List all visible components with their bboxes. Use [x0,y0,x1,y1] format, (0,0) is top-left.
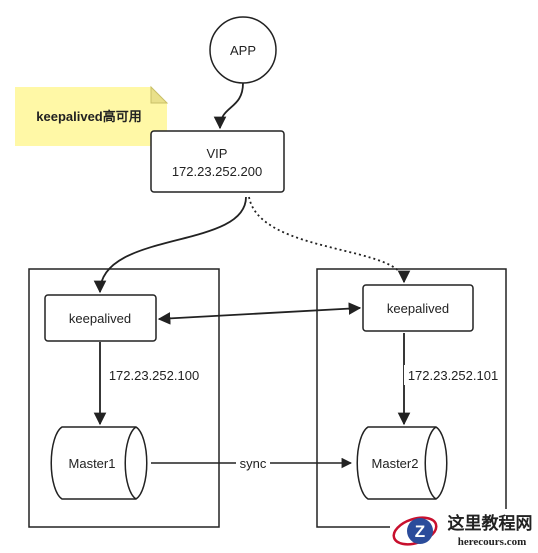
master1-label: Master1 [69,456,116,471]
edge-keepalived-heartbeat [157,302,362,325]
vip-label: VIP [207,146,228,161]
keepalived-right-label: keepalived [387,301,449,316]
master1-node: Master1 [50,426,148,500]
sync-label: sync [240,456,267,471]
server-left-container [28,268,220,528]
edge-app-to-vip [213,82,244,130]
note-keepalived-ha: keepalived高可用 [15,85,169,146]
watermark: Z 这里教程网 herecours.com [390,509,538,553]
right-ip-label: 172.23.252.101 [408,368,498,383]
master2-label: Master2 [372,456,419,471]
vip-node: VIP 172.23.252.200 [150,130,285,193]
left-ip-label: 172.23.252.100 [109,368,199,383]
watermark-logo: Z [392,516,438,546]
edge-vip-to-keepalived-right-dotted [248,196,411,284]
keepalived-right-node: keepalived [362,284,474,332]
watermark-url: herecours.com [458,536,527,548]
watermark-name: 这里教程网 [448,513,533,534]
master2-node: Master2 [356,426,448,500]
watermark-logo-letter: Z [415,522,425,541]
app-label: APP [230,43,256,58]
keepalived-left-label: keepalived [69,311,131,326]
app-node: APP [209,16,277,84]
vip-ip-label: 172.23.252.200 [172,164,262,179]
note-label: keepalived高可用 [36,109,142,124]
keepalived-left-node: keepalived [44,294,157,342]
edge-vip-to-keepalived-left [93,196,247,294]
